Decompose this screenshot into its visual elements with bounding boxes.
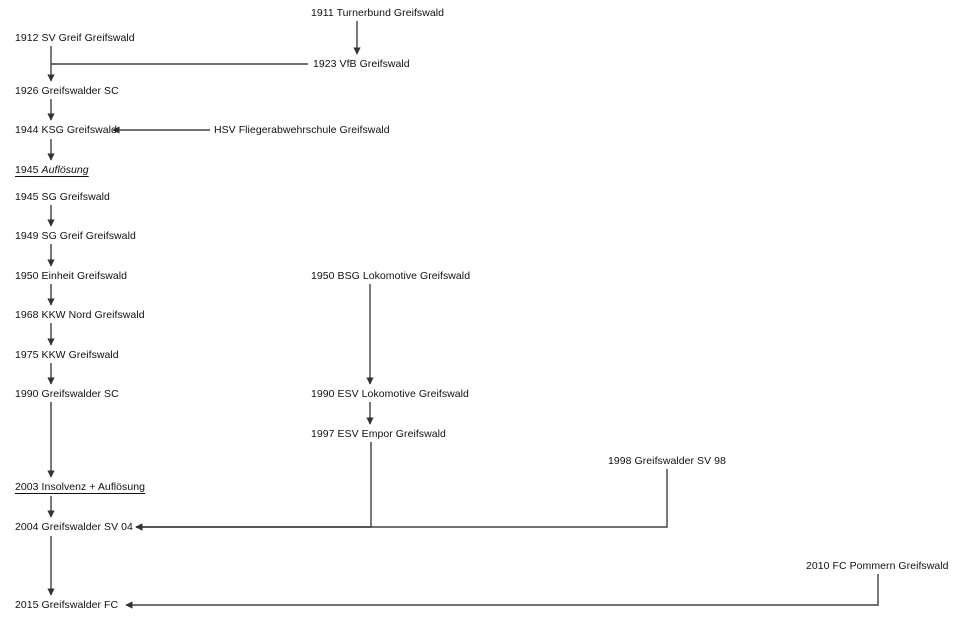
node-year: 2015 (15, 599, 39, 611)
node-label: ESV Lokomotive Greifswald (337, 388, 469, 400)
node-n2015[interactable]: 2015 Greifswalder FC (15, 599, 118, 611)
node-year: 1990 (15, 388, 39, 400)
node-label: Turnerbund Greifswald (336, 7, 445, 19)
node-label: Greifswalder SC (41, 85, 119, 97)
node-year: 1944 (15, 124, 39, 136)
node-n2010[interactable]: 2010 FC Pommern Greifswald (806, 560, 949, 572)
node-label: Greifswalder SV 98 (634, 455, 726, 467)
node-n1950[interactable]: 1950 Einheit Greifswald (15, 270, 127, 282)
node-n1911[interactable]: 1911 Turnerbund Greifswald (311, 7, 444, 19)
node-label: Auflösung (41, 164, 89, 176)
node-label: BSG Lokomotive Greifswald (337, 270, 471, 282)
node-label: HSV Fliegerabwehrschule Greifswald (214, 124, 390, 136)
node-year: 1950 (311, 270, 335, 282)
node-nesv97[interactable]: 1997 ESV Empor Greifswald (311, 428, 446, 440)
node-year: 1968 (15, 309, 39, 321)
node-year: 1945 (15, 191, 39, 203)
node-n2003[interactable]: 2003 Insolvenz + Auflösung (15, 481, 145, 493)
node-year: 1926 (15, 85, 39, 97)
edge-n2010-to-n2015 (125, 574, 879, 609)
node-label: KKW Nord Greifswald (41, 309, 145, 321)
node-label: KKW Greifswald (41, 349, 119, 361)
node-year: 1950 (15, 270, 39, 282)
node-label: SG Greifswald (41, 191, 110, 203)
node-n1944[interactable]: 1944 KSG Greifswald (15, 124, 117, 136)
node-label: VfB Greifswald (339, 58, 410, 70)
node-year: 1923 (313, 58, 337, 70)
node-label: KSG Greifswald (41, 124, 117, 136)
node-nesv90[interactable]: 1990 ESV Lokomotive Greifswald (311, 388, 469, 400)
node-n1926[interactable]: 1926 Greifswalder SC (15, 85, 119, 97)
node-label: Einheit Greifswald (41, 270, 128, 282)
node-label: Insolvenz + Auflösung (41, 481, 146, 493)
node-label: SG Greif Greifswald (41, 230, 136, 242)
node-n1975[interactable]: 1975 KKW Greifswald (15, 349, 119, 361)
node-year: 1945 (15, 164, 39, 176)
node-n1923[interactable]: 1923 VfB Greifswald (313, 58, 410, 70)
node-n1945d[interactable]: 1945 Auflösung (15, 164, 89, 176)
node-year: 1912 (15, 32, 39, 44)
node-n1912[interactable]: 1912 SV Greif Greifswald (15, 32, 135, 44)
node-n1990[interactable]: 1990 Greifswalder SC (15, 388, 119, 400)
node-year: 2010 (806, 560, 830, 572)
node-year: 1990 (311, 388, 335, 400)
edge-nesv97-to-n2004 (135, 442, 372, 531)
node-label: Greifswalder FC (41, 599, 119, 611)
node-n1945[interactable]: 1945 SG Greifswald (15, 191, 110, 203)
node-label: Greifswalder SC (41, 388, 119, 400)
node-year: 1949 (15, 230, 39, 242)
node-label: Greifswalder SV 04 (41, 521, 133, 533)
node-label: ESV Empor Greifswald (337, 428, 446, 440)
node-label: SV Greif Greifswald (41, 32, 135, 44)
node-year: 2004 (15, 521, 39, 533)
node-nbsg[interactable]: 1950 BSG Lokomotive Greifswald (311, 270, 470, 282)
node-year: 1975 (15, 349, 39, 361)
node-year: 1997 (311, 428, 335, 440)
node-year: 1911 (311, 7, 334, 19)
node-nhsv[interactable]: HSV Fliegerabwehrschule Greifswald (214, 124, 390, 136)
node-n1968[interactable]: 1968 KKW Nord Greifswald (15, 309, 145, 321)
node-n1998[interactable]: 1998 Greifswalder SV 98 (608, 455, 726, 467)
node-n1949[interactable]: 1949 SG Greif Greifswald (15, 230, 136, 242)
node-year: 1998 (608, 455, 632, 467)
node-n2004[interactable]: 2004 Greifswalder SV 04 (15, 521, 133, 533)
node-year: 2003 (15, 481, 39, 493)
edge-n1998-to-n2004 (135, 469, 668, 531)
node-label: FC Pommern Greifswald (832, 560, 949, 572)
